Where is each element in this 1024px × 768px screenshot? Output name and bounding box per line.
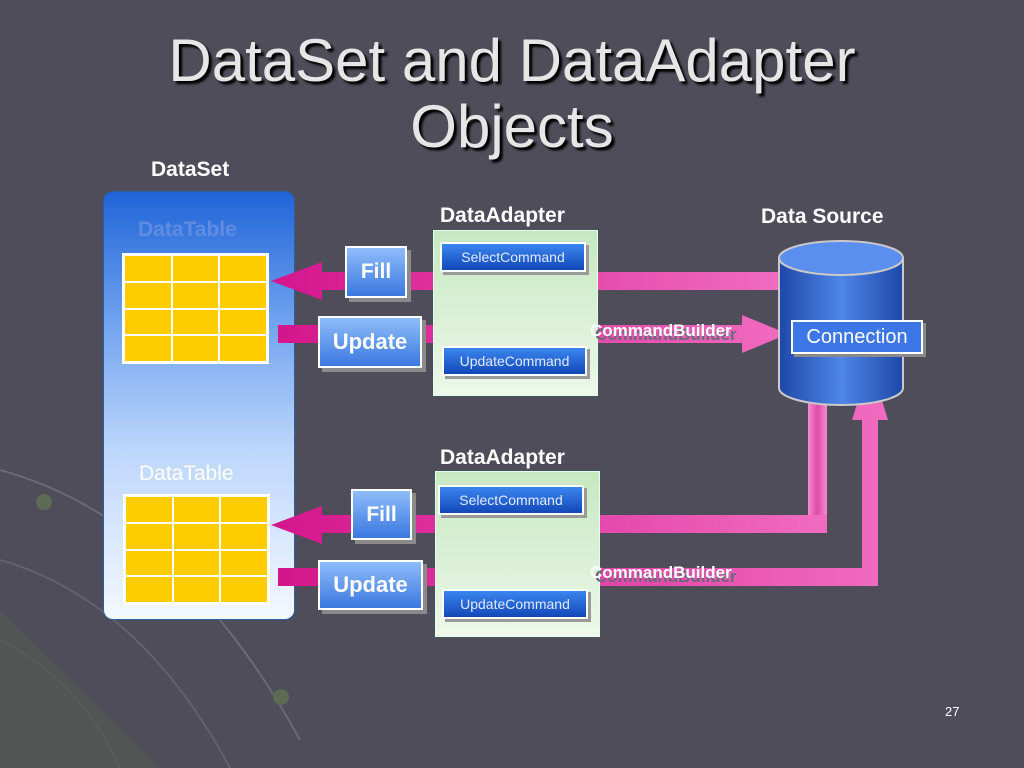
update-command-top: UpdateCommand (442, 346, 587, 376)
select-command-bottom: SelectCommand (438, 485, 584, 515)
update-button-top: Update (318, 316, 422, 368)
datatable-grid-top (122, 253, 269, 364)
fill-button-bottom: Fill (351, 489, 412, 540)
datasource-label: Data Source (761, 205, 884, 228)
datatable-label-top: DataTable (138, 218, 237, 241)
commandbuilder-shadow-bottom: CommandBuilder (595, 567, 737, 586)
update-command-bottom: UpdateCommand (442, 589, 588, 619)
commandbuilder-label-bottom: CommandBuilder (590, 563, 732, 582)
page-number: 27 (945, 704, 960, 719)
datatable-label-bottom: DataTable (139, 462, 234, 485)
fill-button-top: Fill (345, 246, 407, 298)
slide-title: DataSet and DataAdapter Objects (0, 28, 1024, 160)
commandbuilder-label-top: CommandBuilder (590, 321, 732, 340)
commandbuilder-shadow-top: CommandBuilder (595, 325, 737, 344)
update-button-bottom: Update (318, 560, 423, 610)
connection-box: Connection (791, 320, 923, 354)
dataadapter-label-top: DataAdapter (440, 204, 565, 227)
title-line-2: Objects (410, 93, 614, 160)
datatable-grid-bottom (123, 494, 270, 605)
title-line-1: DataSet and DataAdapter (168, 27, 856, 94)
select-command-top: SelectCommand (440, 242, 586, 272)
dataset-label: DataSet (151, 158, 230, 181)
dataadapter-label-bottom: DataAdapter (440, 446, 565, 469)
